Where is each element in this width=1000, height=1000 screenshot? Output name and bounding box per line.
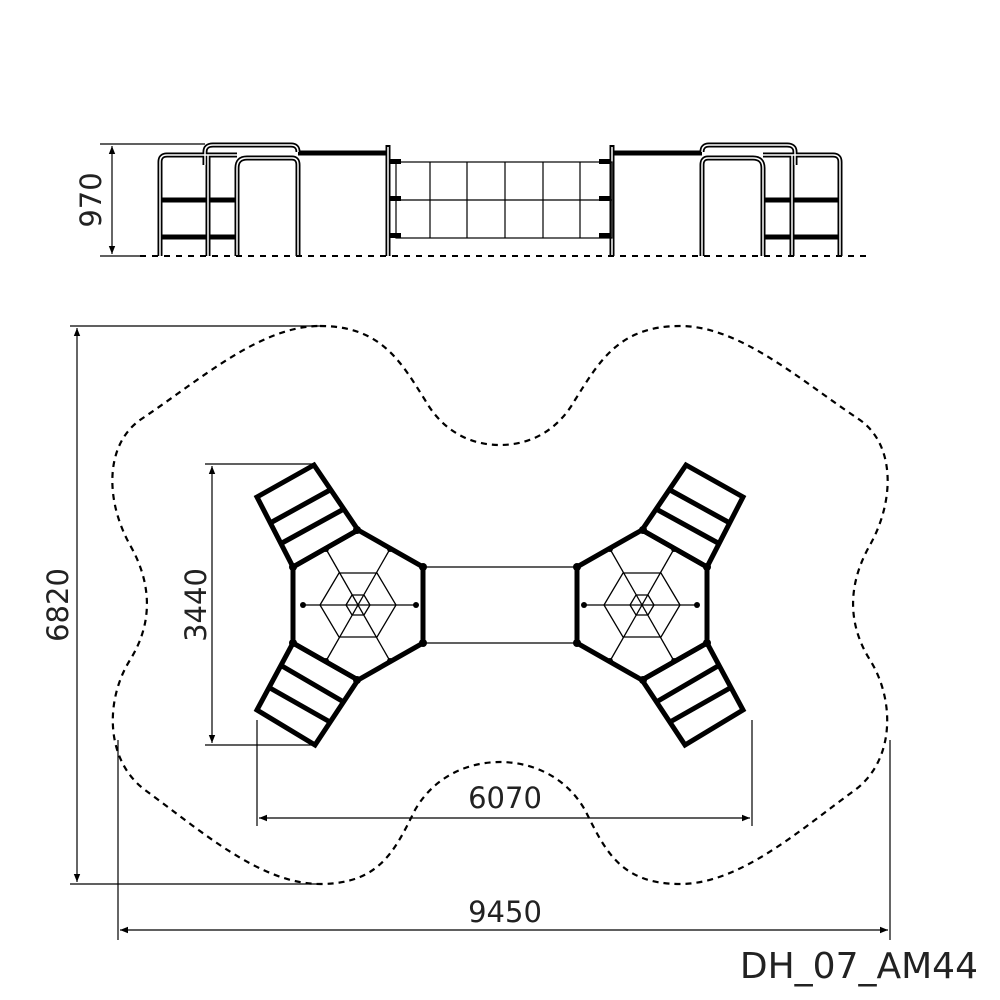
dimension-overall-width-label: 9450: [468, 895, 542, 929]
hex-unit-left: [257, 465, 427, 745]
product-code: DH_07_AM44: [740, 946, 978, 987]
dimension-unit-depth-label: 3440: [179, 568, 213, 642]
side-elevation-view: [140, 145, 870, 256]
plan-dimension-lines: [70, 325, 891, 940]
dimension-height: [100, 143, 205, 257]
safety-zone-outline: [111, 324, 889, 886]
climbing-net-elevation: [395, 161, 613, 239]
dimension-unit-spacing-label: 6070: [468, 781, 542, 815]
dimension-height-label: 970: [74, 172, 108, 227]
plan-view: [257, 465, 743, 745]
dimension-overall-depth-label: 6820: [41, 568, 75, 642]
connecting-net: [425, 566, 577, 644]
hex-unit-right: [573, 465, 743, 745]
